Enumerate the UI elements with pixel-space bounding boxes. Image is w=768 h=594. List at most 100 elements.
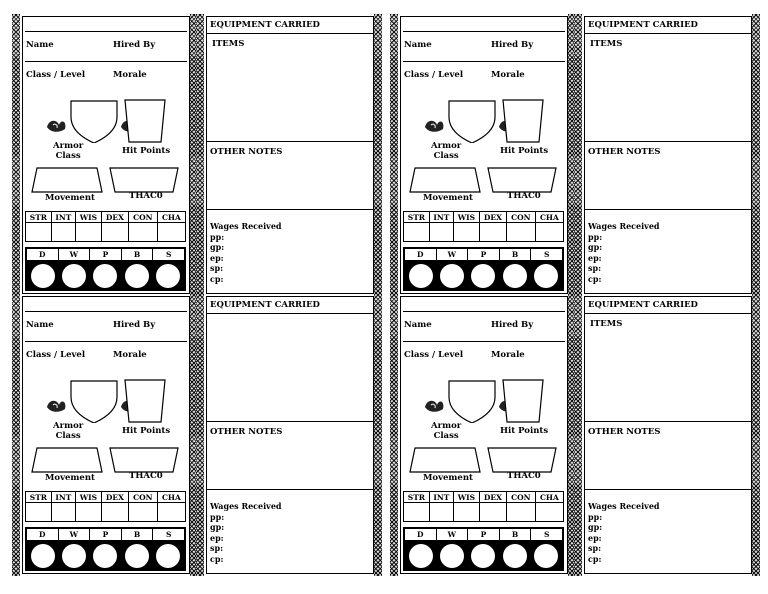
ability-header-str: STR xyxy=(403,491,430,503)
coin-line: ep: xyxy=(210,252,224,263)
divider xyxy=(403,341,565,342)
divider xyxy=(207,209,373,210)
movement-label: Movement xyxy=(423,473,473,483)
ability-score-cell xyxy=(100,502,129,522)
henchman-card: Name Hired By Class / Level Morale Armor… xyxy=(12,294,382,576)
save-value-circle xyxy=(471,264,496,288)
ornate-border xyxy=(190,294,198,576)
morale-label: Morale xyxy=(113,350,147,360)
wages-block: Wages Received pp:gp:ep:sp:cp: xyxy=(210,221,282,284)
equipment-carried-label: EQUIPMENT CARRIED xyxy=(210,20,320,30)
divider xyxy=(585,489,751,490)
save-value-circle xyxy=(93,264,118,288)
ability-score-cell xyxy=(505,502,536,522)
divider xyxy=(403,311,565,312)
ability-header-wis: WIS xyxy=(74,211,102,223)
thac0-label: THAC0 xyxy=(507,471,541,481)
notes-panel: EQUIPMENT CARRIED ITEMS OTHER NOTES Wage… xyxy=(584,16,752,294)
save-header-d: D xyxy=(27,249,59,260)
armor-class-label-line1: Armor xyxy=(53,141,84,151)
ability-score-cell xyxy=(25,222,52,242)
ability-score-cell xyxy=(74,502,102,522)
save-header-w: W xyxy=(437,249,469,260)
ability-score-cell xyxy=(50,222,76,242)
ornate-border xyxy=(568,294,576,576)
character-panel: Name Hired By Class / Level Morale Armor… xyxy=(400,296,568,574)
divider xyxy=(207,489,373,490)
coin-line: cp: xyxy=(210,553,224,564)
class-level-label: Class / Level xyxy=(26,70,86,80)
ability-score-cell xyxy=(156,222,187,242)
ornate-border xyxy=(752,294,760,576)
morale-label: Morale xyxy=(491,70,525,80)
armor-class-label-line1: Armor xyxy=(431,421,462,431)
name-label: Name xyxy=(404,40,432,50)
save-value-circle xyxy=(408,544,433,568)
other-notes-label: OTHER NOTES xyxy=(588,147,661,157)
save-value-circle xyxy=(534,544,559,568)
ability-header-int: INT xyxy=(50,211,76,223)
save-value-circle xyxy=(30,544,55,568)
coin-line: cp: xyxy=(588,553,602,564)
hit-points-label: Hit Points xyxy=(122,146,171,156)
ability-score-cell xyxy=(478,502,507,522)
notes-panel: EQUIPMENT CARRIED ITEMS OTHER NOTES Wage… xyxy=(584,296,752,574)
wages-block: Wages Received pp:gp:ep:sp:cp: xyxy=(588,221,660,284)
henchman-card: Name Hired By Class / Level Morale Armor… xyxy=(12,14,382,296)
save-header-p: P xyxy=(90,249,122,260)
ornate-border xyxy=(390,14,398,296)
divider xyxy=(403,31,565,32)
equipment-carried-label: EQUIPMENT CARRIED xyxy=(588,20,698,30)
coin-line: cp: xyxy=(588,273,602,284)
divider xyxy=(585,141,751,142)
save-header-s: S xyxy=(165,250,172,259)
ability-header-wis: WIS xyxy=(452,491,480,503)
ability-score-cell xyxy=(127,502,158,522)
coin-line: pp: xyxy=(588,511,603,522)
hired-by-label: Hired By xyxy=(491,40,534,50)
equipment-carried-label: EQUIPMENT CARRIED xyxy=(588,300,698,310)
divider xyxy=(207,141,373,142)
save-header-w: W xyxy=(437,529,469,540)
armor-class-label: Armor Class xyxy=(431,141,461,161)
ability-header-cha: CHA xyxy=(534,211,565,223)
divider xyxy=(207,33,373,34)
class-level-label: Class / Level xyxy=(26,350,86,360)
ability-score-cell xyxy=(452,222,480,242)
movement-label: Movement xyxy=(45,193,95,203)
armor-class-shield-icon xyxy=(425,100,518,143)
ornate-border xyxy=(568,14,576,296)
save-header-b: B xyxy=(500,249,532,260)
save-header-b: B xyxy=(122,249,154,260)
save-header-d: D xyxy=(27,529,59,540)
coin-line: sp: xyxy=(210,543,224,553)
coin-line: pp: xyxy=(210,231,225,242)
ability-header-con: CON xyxy=(505,491,536,503)
ability-header-con: CON xyxy=(127,491,158,503)
coin-line: pp: xyxy=(210,511,225,522)
save-value-circle xyxy=(440,544,465,568)
ability-score-cell xyxy=(452,502,480,522)
save-value-circle xyxy=(62,544,87,568)
ability-header-int: INT xyxy=(428,211,454,223)
coin-line: cp: xyxy=(210,273,224,284)
hit-points-box-icon xyxy=(124,99,166,143)
ability-header-int: INT xyxy=(50,491,76,503)
save-header-d: D xyxy=(405,529,437,540)
name-label: Name xyxy=(26,40,54,50)
notes-panel: EQUIPMENT CARRIED OTHER NOTES Wages Rece… xyxy=(206,296,374,574)
ability-score-cell xyxy=(478,222,507,242)
save-header-b: B xyxy=(500,529,532,540)
save-header-p: P xyxy=(468,529,500,540)
ability-header-con: CON xyxy=(505,211,536,223)
hired-by-label: Hired By xyxy=(491,320,534,330)
thac0-label: THAC0 xyxy=(507,191,541,201)
thac0-box-icon xyxy=(487,167,557,193)
ability-header-str: STR xyxy=(25,211,52,223)
ability-score-cell xyxy=(25,502,52,522)
save-header-s: S xyxy=(543,250,550,259)
ability-header-dex: DEX xyxy=(100,211,129,223)
